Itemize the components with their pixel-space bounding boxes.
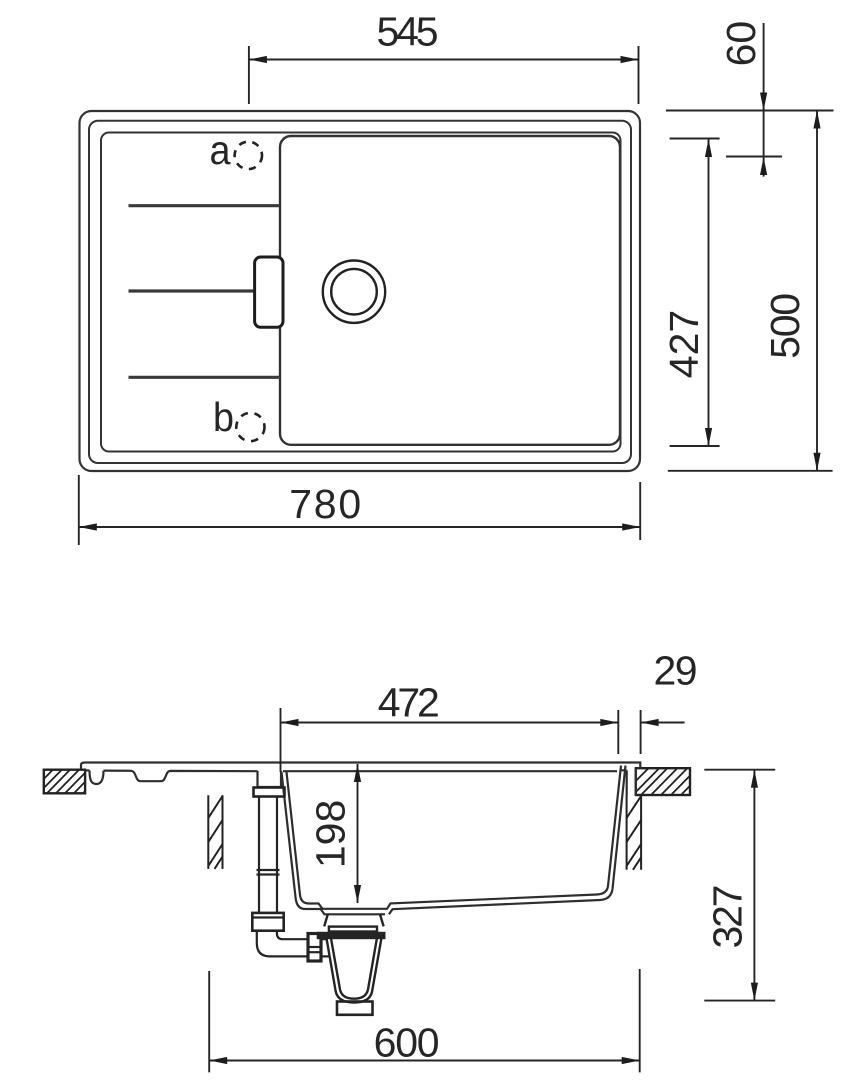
svg-text:600: 600 <box>374 1020 440 1066</box>
svg-text:472: 472 <box>378 680 440 726</box>
svg-text:198: 198 <box>307 800 353 868</box>
svg-text:427: 427 <box>661 310 707 378</box>
svg-text:500: 500 <box>762 293 808 359</box>
svg-text:60: 60 <box>718 21 764 67</box>
svg-text:29: 29 <box>654 648 698 694</box>
svg-text:327: 327 <box>704 885 750 949</box>
svg-text:780: 780 <box>289 481 361 527</box>
svg-text:b: b <box>213 395 234 441</box>
svg-text:a: a <box>210 128 231 174</box>
svg-text:545: 545 <box>377 9 439 55</box>
